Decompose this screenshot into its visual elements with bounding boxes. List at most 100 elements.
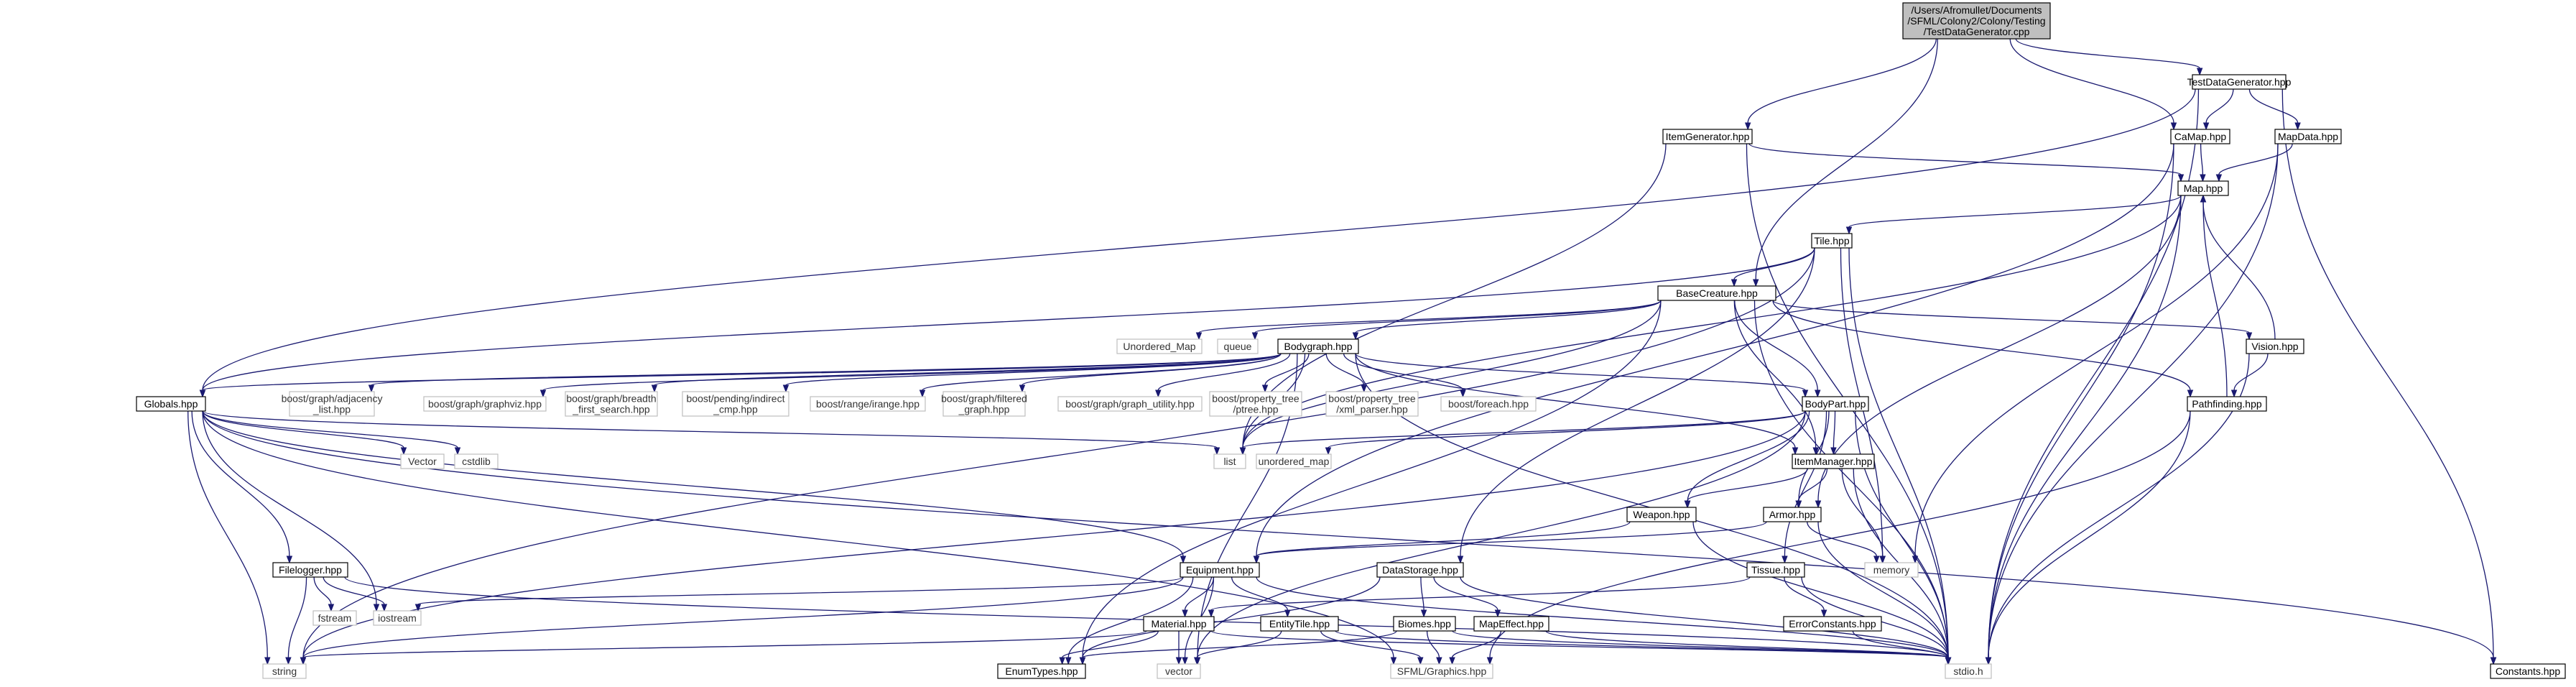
arrowhead bbox=[1795, 500, 1802, 509]
node-label: Material.hpp bbox=[1151, 618, 1206, 630]
edge-line bbox=[1855, 410, 1949, 658]
node-box bbox=[1626, 507, 1697, 522]
node-basecreature[interactable]: BaseCreature.hpp bbox=[1657, 285, 1776, 301]
edge-armor-to-equipment bbox=[1253, 521, 1767, 564]
node-itemmanager[interactable]: ItemManager.hpp bbox=[1792, 453, 1875, 469]
node-box bbox=[1811, 233, 1853, 249]
edge-globals-to-cstdlib bbox=[202, 410, 461, 456]
edge-line bbox=[187, 410, 268, 658]
node-mapdata[interactable]: MapData.hpp bbox=[2274, 129, 2342, 144]
edge-line bbox=[1264, 353, 1310, 386]
node-box bbox=[2177, 180, 2229, 196]
node-queue: queue bbox=[1217, 338, 1259, 354]
edge-line bbox=[287, 576, 307, 658]
edge-line bbox=[1420, 576, 1424, 611]
node-material[interactable]: Material.hpp bbox=[1143, 616, 1215, 632]
node-armor[interactable]: Armor.hpp bbox=[1763, 507, 1822, 522]
node-label: Unordered_Map bbox=[1123, 341, 1195, 352]
node-constants[interactable]: Constants.hpp bbox=[2490, 663, 2566, 679]
edge-line bbox=[191, 410, 290, 557]
node-datastorage[interactable]: DataStorage.hpp bbox=[1376, 562, 1464, 578]
arrowhead bbox=[1253, 555, 1260, 564]
edge-globals-to-list bbox=[202, 410, 1220, 456]
edge-line bbox=[1355, 300, 1662, 333]
node-label: MapEffect.hpp bbox=[1479, 618, 1544, 630]
edge-line bbox=[1848, 195, 2182, 228]
arrowhead bbox=[2490, 657, 2497, 665]
node-label: Weapon.hpp bbox=[1633, 509, 1690, 520]
edge-line bbox=[1747, 38, 1937, 124]
node-entitytile[interactable]: EntityTile.hpp bbox=[1260, 616, 1339, 632]
node-mapeffect[interactable]: MapEffect.hpp bbox=[1473, 616, 1549, 632]
node-label: /TestDataGenerator.cpp bbox=[1924, 26, 2030, 37]
node-label: /Users/Afromullet/Documents bbox=[1911, 4, 2042, 16]
node-bodypart[interactable]: BodyPart.hpp bbox=[1802, 396, 1869, 412]
node-itemgen[interactable]: ItemGenerator.hpp bbox=[1662, 129, 1753, 144]
node-box bbox=[2170, 129, 2230, 144]
edge-basecreature-to-queue bbox=[1251, 300, 1662, 341]
node-camap[interactable]: CaMap.hpp bbox=[2170, 129, 2230, 144]
edge-line bbox=[1988, 195, 2182, 658]
node-vision[interactable]: Vision.hpp bbox=[2246, 338, 2304, 354]
node-box bbox=[272, 562, 348, 578]
node-tile[interactable]: Tile.hpp bbox=[1811, 233, 1853, 249]
edge-line bbox=[1687, 468, 1808, 502]
edge-bodygraph-to-bfs bbox=[651, 353, 1282, 393]
node-root[interactable]: /Users/Afromullet/Documents/SFML/Colony2… bbox=[1902, 2, 2051, 40]
node-biomes[interactable]: Biomes.hpp bbox=[1393, 616, 1456, 632]
arrowhead bbox=[2294, 122, 2301, 131]
edge-camap-to-stdio bbox=[1985, 143, 2174, 665]
edge-basecreature-to-bodygraph bbox=[1352, 300, 1662, 341]
arrowhead bbox=[1815, 500, 1822, 509]
node-map[interactable]: Map.hpp bbox=[2177, 180, 2229, 196]
node-label: BodyPart.hpp bbox=[1805, 398, 1866, 410]
arrowhead bbox=[782, 384, 789, 393]
edge-line bbox=[1755, 38, 1938, 280]
node-equipment[interactable]: Equipment.hpp bbox=[1180, 562, 1260, 578]
node-indirect: boost/pending/indirect_cmp.hpp bbox=[682, 391, 789, 417]
node-label: Armor.hpp bbox=[1769, 509, 1816, 520]
node-errorconstants[interactable]: ErrorConstants.hpp bbox=[1783, 616, 1882, 632]
node-enumtypes[interactable]: EnumTypes.hpp bbox=[997, 663, 1086, 679]
edge-entitytile-to-sfmlgraphics bbox=[1320, 630, 1424, 665]
node-weapon[interactable]: Weapon.hpp bbox=[1626, 507, 1697, 522]
edge-bodypart-to-itemmanager bbox=[1830, 410, 1837, 456]
edge-root-to-itemgen bbox=[1744, 38, 1937, 131]
node-label: /ptree.hpp bbox=[1233, 404, 1278, 415]
node-pathfinding[interactable]: Pathfinding.hpp bbox=[2187, 396, 2267, 412]
arrowhead bbox=[2187, 389, 2194, 398]
node-range: boost/range/irange.hpp bbox=[810, 396, 926, 412]
arrowhead bbox=[1744, 122, 1751, 131]
node-box bbox=[1390, 663, 1493, 679]
arrowhead bbox=[1180, 555, 1187, 564]
node-box bbox=[1945, 663, 1992, 679]
node-box bbox=[565, 391, 658, 417]
edge-line bbox=[2202, 201, 2228, 397]
edge-map-to-tile bbox=[1845, 195, 2182, 235]
node-box bbox=[423, 396, 547, 412]
edge-line bbox=[1157, 353, 1291, 391]
node-label: boost/range/irange.hpp bbox=[816, 398, 919, 410]
node-tissue[interactable]: Tissue.hpp bbox=[1746, 562, 1805, 578]
node-tdg[interactable]: TestDataGenerator.hpp bbox=[2187, 74, 2292, 90]
node-bodygraph[interactable]: Bodygraph.hpp bbox=[1277, 338, 1359, 354]
edge-equipment-to-enumtypes bbox=[1065, 576, 1194, 665]
edge-line bbox=[1328, 410, 1806, 448]
node-globals[interactable]: Globals.hpp bbox=[136, 396, 206, 412]
node-filelogger[interactable]: Filelogger.hpp bbox=[272, 562, 348, 578]
node-unordered_map: unordered_map bbox=[1256, 453, 1332, 469]
arrowhead bbox=[1251, 332, 1259, 341]
arrowhead bbox=[651, 384, 658, 393]
arrowhead bbox=[264, 657, 271, 665]
edge-line bbox=[1082, 300, 1662, 658]
edge-equipment-to-entitytile bbox=[1231, 576, 1291, 618]
node-vector: vector bbox=[1157, 663, 1201, 679]
edge-line bbox=[1817, 521, 1949, 658]
edge-line bbox=[202, 410, 2494, 658]
edge-line bbox=[313, 576, 332, 605]
node-box bbox=[400, 453, 445, 469]
edge-bodypart-to-unordered_map bbox=[1325, 410, 1806, 456]
edge-line bbox=[202, 410, 1184, 557]
node-label: Biomes.hpp bbox=[1398, 618, 1451, 630]
arrowhead bbox=[2200, 174, 2206, 183]
